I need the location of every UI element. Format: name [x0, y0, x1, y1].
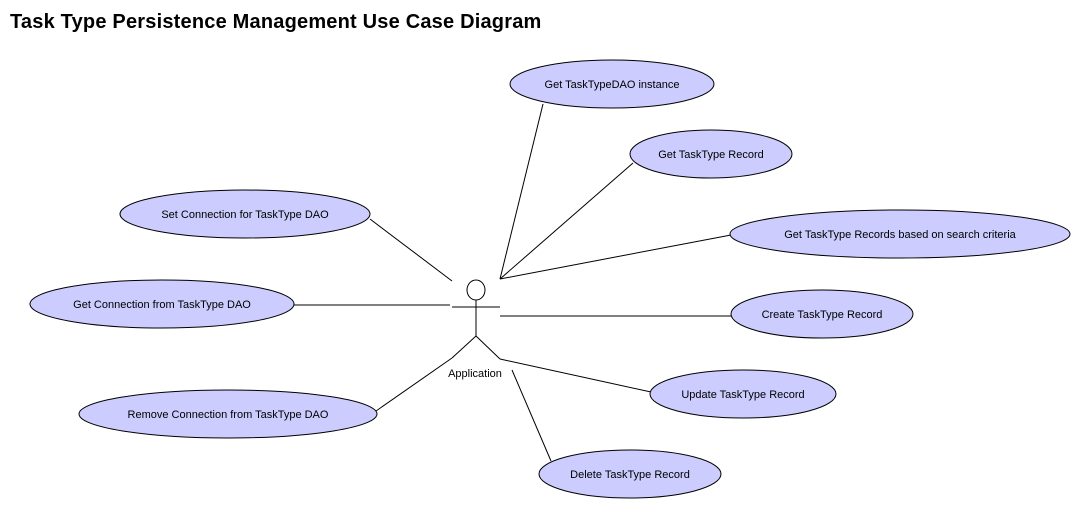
associations: [294, 103, 732, 462]
use-case-delete-record[interactable]: Delete TaskType Record: [538, 449, 722, 499]
use-case-get-dao-instance[interactable]: Get TaskTypeDAO instance: [509, 59, 715, 109]
use-case-label: Set Connection for TaskType DAO: [161, 209, 329, 221]
use-case-ellipse: [538, 449, 722, 499]
use-case-remove-connection[interactable]: Remove Connection from TaskType DAO: [78, 389, 378, 439]
actor-application[interactable]: Application: [448, 279, 502, 380]
use-case-get-record[interactable]: Get TaskType Record: [629, 129, 793, 179]
use-case-label: Get Connection from TaskType DAO: [73, 299, 251, 311]
use-case-ellipse: [729, 209, 1071, 259]
association-get-records-search: [499, 234, 732, 280]
use-case-get-records-search[interactable]: Get TaskType Records based on search cri…: [729, 209, 1071, 259]
use-case-ellipse: [629, 129, 793, 179]
use-case-label: Remove Connection from TaskType DAO: [128, 409, 329, 421]
use-case-ellipse: [649, 369, 837, 419]
use-case-update-record[interactable]: Update TaskType Record: [649, 369, 837, 419]
use-case-label: Get TaskType Records based on search cri…: [784, 229, 1016, 241]
use-case-label: Delete TaskType Record: [570, 469, 690, 481]
actor-left-leg: [451, 335, 477, 359]
use-case-ellipse: [29, 279, 295, 329]
actor-label: Application: [448, 368, 502, 380]
use-case-ellipse: [119, 189, 371, 239]
use-case-ellipse: [78, 389, 378, 439]
association-remove-connection: [375, 357, 453, 412]
association-get-record: [499, 162, 634, 280]
association-get-dao-instance: [499, 103, 544, 280]
use-case-get-connection[interactable]: Get Connection from TaskType DAO: [29, 279, 295, 329]
use-case-ellipse: [730, 289, 914, 339]
use-case-ellipse: [509, 59, 715, 109]
actor-head: [466, 279, 486, 301]
use-case-label: Create TaskType Record: [762, 309, 883, 321]
diagram-title: Task Type Persistence Management Use Cas…: [10, 11, 542, 33]
use-case-label: Get TaskTypeDAO instance: [545, 79, 680, 91]
association-delete-record: [511, 369, 552, 462]
use-case-label: Update TaskType Record: [681, 389, 804, 401]
association-set-connection: [369, 218, 453, 282]
actor-right-leg: [475, 335, 501, 360]
association-update-record: [499, 358, 652, 393]
use-case-label: Get TaskType Record: [658, 149, 764, 161]
use-case-set-connection[interactable]: Set Connection for TaskType DAO: [119, 189, 371, 239]
use-case-create-record[interactable]: Create TaskType Record: [730, 289, 914, 339]
